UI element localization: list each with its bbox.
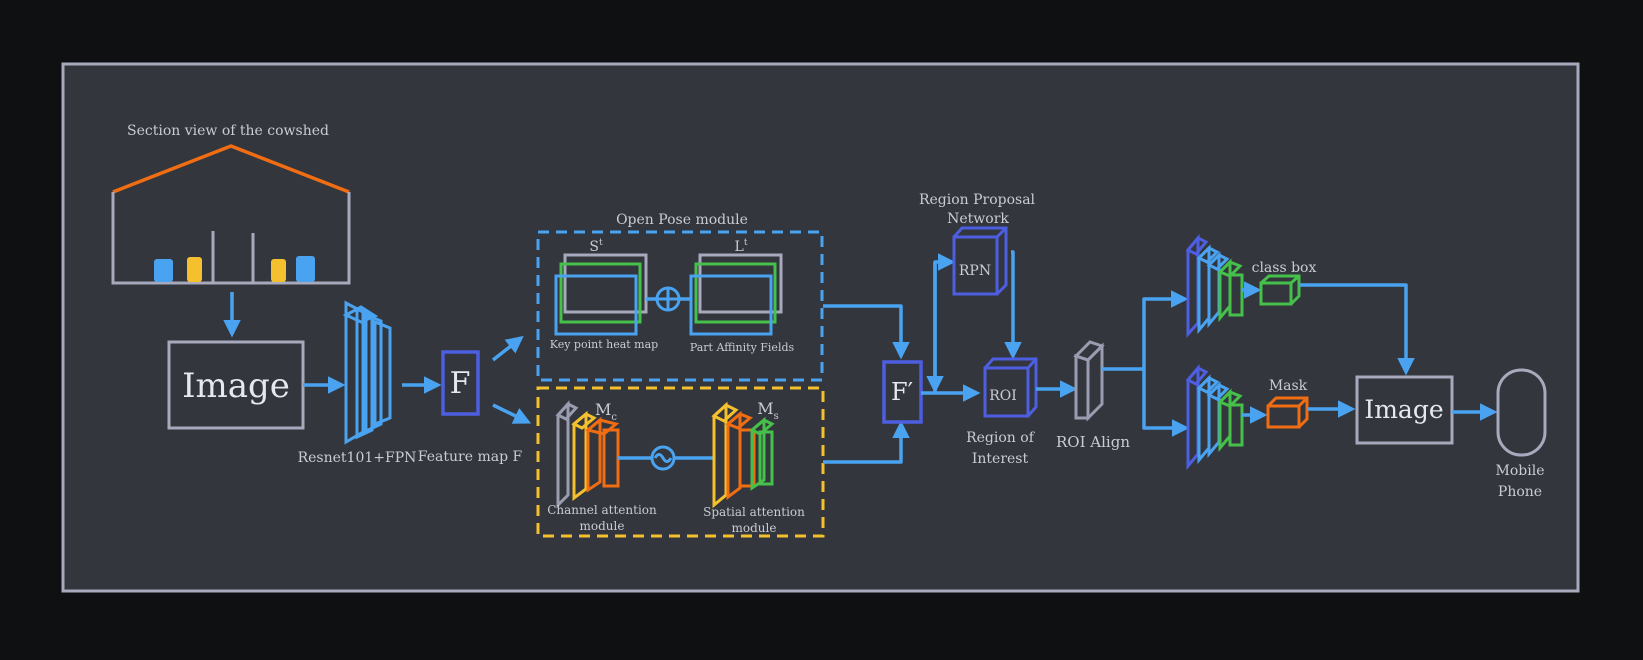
rpn-cube — [952, 226, 1008, 296]
roi-align-slab — [1073, 340, 1105, 422]
cowshed-roof — [112, 144, 350, 194]
roi-align-caption: ROI Align — [1056, 433, 1130, 451]
class-box-cube — [1259, 274, 1301, 306]
top-head-layers — [1185, 233, 1244, 338]
arrow-align-to-bottom-head — [1142, 369, 1190, 437]
mc-label: Mc — [595, 400, 617, 423]
channel-attention-stack — [555, 400, 620, 509]
cow-yellow-2 — [271, 259, 286, 282]
concat-plus-icon — [655, 286, 681, 312]
mobile-phone-caption-1: Mobile — [1496, 463, 1545, 479]
paf-caption: Part Affinity Fields — [690, 341, 795, 354]
mask-caption: Mask — [1269, 378, 1308, 394]
resnet-caption: Resnet101+FPN — [298, 450, 417, 466]
channel-attention-caption-2: module — [580, 519, 625, 533]
input-image-label: Image — [182, 366, 290, 406]
roi-caption-1: Region of — [966, 430, 1036, 446]
rpn-title-1: Region Proposal — [919, 192, 1036, 208]
mask-cube — [1266, 396, 1309, 429]
class-box-caption: class box — [1252, 260, 1317, 276]
mobile-phone-icon — [1496, 368, 1547, 457]
spatial-attention-caption-1: Spatial attention — [703, 505, 805, 519]
cow-blue-2 — [296, 256, 315, 282]
arrow-classbox-to-output — [1300, 283, 1415, 376]
lt-stack — [689, 253, 783, 336]
rpn-title-2: Network — [947, 211, 1009, 227]
cow-yellow-1 — [187, 257, 202, 282]
arrow-f-to-attention — [492, 403, 532, 424]
spatial-attention-caption-2: module — [732, 521, 777, 535]
resnet-layers — [342, 300, 392, 445]
roi-cube — [983, 357, 1038, 418]
rpn-label: RPN — [959, 263, 991, 279]
roi-label: ROI — [989, 388, 1017, 404]
keypoint-caption: Key point heat map — [550, 338, 658, 351]
output-image-label: Image — [1364, 395, 1443, 424]
arrow-openpose-to-fprime — [823, 304, 910, 360]
st-stack — [554, 253, 648, 336]
feature-map-caption: Feature map F — [418, 449, 523, 465]
cowshed-caption: Section view of the cowshed — [127, 123, 329, 139]
attention-module — [536, 386, 825, 538]
lt-label: Lt — [735, 238, 748, 255]
channel-attention-caption-1: Channel attention — [547, 503, 657, 517]
mobile-phone-caption-2: Phone — [1498, 484, 1542, 500]
arrow-f-to-openpose — [491, 335, 524, 362]
arrow-rpn-to-roi — [1004, 250, 1022, 360]
cow-blue-1 — [154, 259, 173, 282]
roi-caption-2: Interest — [972, 451, 1029, 467]
spatial-attention-stack — [711, 401, 775, 509]
st-label: St — [589, 238, 603, 255]
fprime-label: F′ — [891, 378, 913, 406]
ms-label: Ms — [757, 399, 779, 422]
output-image-box — [1355, 375, 1454, 445]
cowshed-section: Section view of the cowshed — [111, 123, 351, 285]
arrow-attention-to-fprime — [823, 420, 910, 464]
arrow-align-to-top-head — [1142, 290, 1189, 369]
feature-map-f-box — [441, 350, 480, 416]
cowshed-walls — [111, 192, 351, 285]
openpose-title: Open Pose module — [616, 212, 748, 228]
feature-map-f-letter: F — [450, 366, 471, 401]
bottom-head-layers — [1185, 363, 1244, 471]
